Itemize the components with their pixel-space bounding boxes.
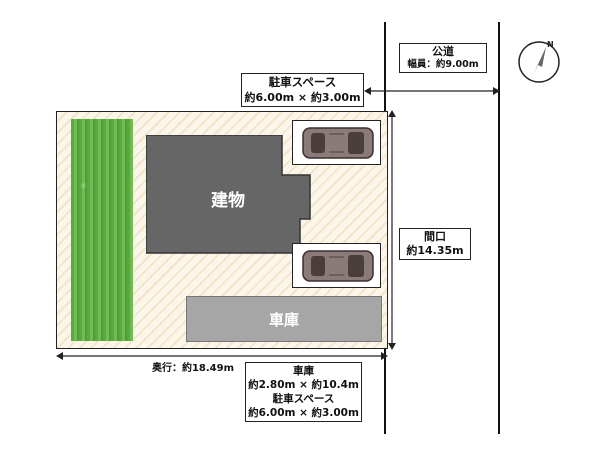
road-label: 公道 幅員：約9.00m	[399, 43, 487, 73]
parking-top-label: 駐車スペース 約6.00m × 約3.00m	[241, 73, 364, 107]
frontage-label: 間口 約14.35m	[399, 228, 471, 260]
bottom-garage-size: 約2.80m × 約10.4m	[248, 379, 359, 391]
building	[146, 135, 311, 254]
compass-north-label: N	[547, 40, 554, 49]
parking-top-dimension	[364, 87, 500, 95]
bottom-info-box: 車庫 約2.80m × 約10.4m 駐車スペース 約6.00m × 約3.00…	[245, 362, 362, 422]
frontage-size: 約14.35m	[406, 244, 464, 257]
parking-top-title: 駐車スペース	[268, 75, 337, 89]
road-edge-right	[498, 22, 500, 434]
garage: 車庫	[186, 296, 382, 342]
frontage-title: 間口	[424, 230, 446, 243]
bottom-parking-title: 駐車スペース	[272, 393, 335, 405]
frontage-dimension	[388, 110, 396, 350]
car-icon	[302, 250, 374, 282]
bottom-garage-title: 車庫	[293, 365, 314, 377]
road-width: 幅員：約9.00m	[407, 59, 479, 70]
depth-label: 奥行：約18.49m	[149, 361, 237, 379]
depth-dimension	[56, 352, 388, 360]
garage-label: 車庫	[268, 310, 299, 329]
bottom-parking-size: 約6.00m × 約3.00m	[248, 407, 359, 419]
depth-text: 奥行：約18.49m	[151, 363, 235, 374]
road-title: 公道	[432, 45, 454, 58]
compass-icon: N	[516, 39, 562, 85]
lawn-area	[71, 119, 133, 341]
building-label: 建物	[211, 191, 245, 211]
car-icon	[302, 127, 374, 159]
parking-top-size: 約6.00m × 約3.00m	[244, 91, 361, 104]
